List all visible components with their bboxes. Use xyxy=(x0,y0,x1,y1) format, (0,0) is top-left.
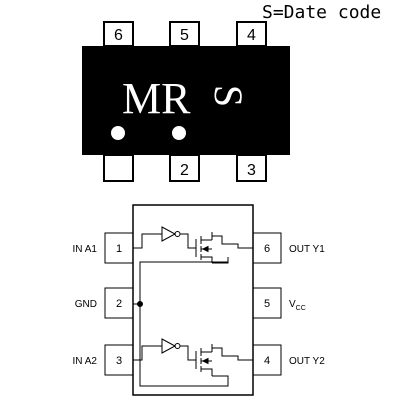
pin-label-in-a2: IN A2 xyxy=(73,356,98,367)
pin-label-vcc-main: V xyxy=(289,299,296,310)
inverter-icon xyxy=(161,226,177,242)
package-pin-number: 5 xyxy=(180,27,189,44)
package-pin-top-2: 5 xyxy=(169,21,200,47)
schematic-pin-number: 4 xyxy=(264,355,270,367)
schematic-pin-number: 2 xyxy=(116,298,122,310)
package-pin-number: 2 xyxy=(180,162,189,179)
package-pin-bottom-2: 2 xyxy=(169,154,200,182)
package-pin-bottom-3: 3 xyxy=(236,154,267,182)
package-marking-main: MR xyxy=(122,74,191,123)
pin-label-out-y2: OUT Y2 xyxy=(289,356,325,367)
mosfet-arrow-icon xyxy=(201,357,209,365)
schematic-pin-number: 6 xyxy=(264,243,270,255)
package-top-view: 6 5 4 2 3 MR S xyxy=(82,21,290,182)
mosfet-arrow-icon xyxy=(201,245,209,253)
package-pin-top-3: 4 xyxy=(236,21,267,47)
schematic-pin-box-5 xyxy=(252,287,282,319)
junction-dot-icon xyxy=(137,301,143,307)
pin-label-gnd: GND xyxy=(75,299,97,310)
lower-channel xyxy=(133,304,253,387)
date-code-note: S=Date code xyxy=(262,2,381,23)
schematic-pin-number: 3 xyxy=(116,355,122,367)
inverter-icon xyxy=(161,338,177,354)
schematic-pin-number: 5 xyxy=(264,298,270,310)
schematic-pin-box-2 xyxy=(104,287,134,319)
pin-label-vcc-sub: CC xyxy=(296,305,306,312)
pin1-dot-icon xyxy=(172,126,186,140)
pin-label-in-a1: IN A1 xyxy=(73,244,98,255)
package-pin-number: 4 xyxy=(247,27,256,44)
package-pin-bottom-1 xyxy=(103,154,134,182)
upper-channel xyxy=(133,226,253,264)
package-pin-top-1: 6 xyxy=(103,21,134,47)
schematic-pin-number: 1 xyxy=(116,243,122,255)
package-pin-number: 6 xyxy=(114,27,123,44)
pin-label-vcc: VCC xyxy=(289,299,306,312)
pin-label-out-y1: OUT Y1 xyxy=(289,244,325,255)
schematic xyxy=(104,204,282,396)
package-marking-date: S xyxy=(206,85,251,107)
pin1-dot-icon xyxy=(111,126,125,140)
package-pin-number: 3 xyxy=(247,162,256,179)
